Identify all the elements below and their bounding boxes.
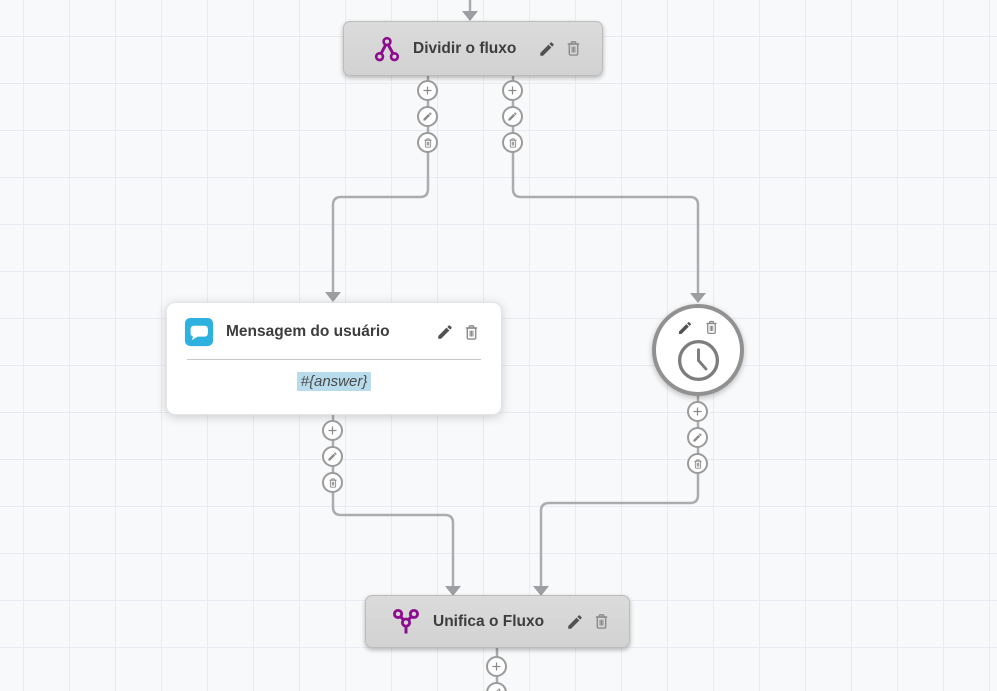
pencil-icon[interactable] [417,106,438,127]
trash-icon[interactable] [322,472,343,493]
trash-icon[interactable] [502,132,523,153]
pencil-icon[interactable] [322,446,343,467]
plus-icon[interactable] [502,80,523,101]
plus-icon[interactable] [687,401,708,422]
arrowhead-down-icon [462,11,478,21]
node-title: Mensagem do usuário [226,323,390,340]
port-stack-message-out [322,420,343,493]
wire-wait-to-merge [539,396,700,586]
pencil-icon[interactable] [538,40,556,58]
node-title: Unifica o Fluxo [433,612,545,630]
node-actions [677,319,720,336]
plus-icon[interactable] [322,420,343,441]
trash-icon[interactable] [687,453,708,474]
pencil-icon[interactable] [566,613,584,631]
clock-icon [676,338,721,383]
pencil-icon[interactable] [677,320,693,336]
chat-bubble-icon [184,317,214,347]
node-split-flow[interactable]: Dividir o fluxo [343,21,603,76]
wire-split-to-wait [511,76,700,293]
trash-icon[interactable] [462,323,481,342]
plus-icon[interactable] [486,656,507,677]
node-title: Dividir o fluxo [413,39,517,57]
port-stack-wait-out [687,401,708,474]
port-stack-split-left [417,80,438,153]
pencil-icon[interactable] [687,427,708,448]
arrowhead-down-icon [690,293,706,303]
pencil-icon[interactable] [436,323,454,341]
pencil-icon[interactable] [502,106,523,127]
plus-icon[interactable] [417,80,438,101]
merge-flow-icon [391,607,421,637]
split-flow-icon [373,35,401,63]
node-divider [187,359,481,360]
trash-icon[interactable] [592,612,611,631]
trash-icon[interactable] [417,132,438,153]
arrowhead-down-icon [533,586,549,596]
node-user-message[interactable]: Mensagem do usuário #{answer} [166,302,502,415]
pencil-icon[interactable] [486,682,507,691]
node-merge-flow[interactable]: Unifica o Fluxo [365,595,630,648]
arrowhead-down-icon [445,586,461,596]
trash-icon[interactable] [564,39,583,58]
trash-icon[interactable] [703,319,720,336]
variable-chip: #{answer} [296,372,372,391]
node-body: #{answer} [167,360,501,391]
wire-message-to-merge [331,415,455,586]
arrowhead-down-icon [325,292,341,302]
port-stack-merge-out [486,656,507,691]
port-stack-split-right [502,80,523,153]
node-header: Mensagem do usuário [167,303,501,359]
node-wait[interactable] [652,304,744,396]
wire-split-to-message [331,76,430,292]
